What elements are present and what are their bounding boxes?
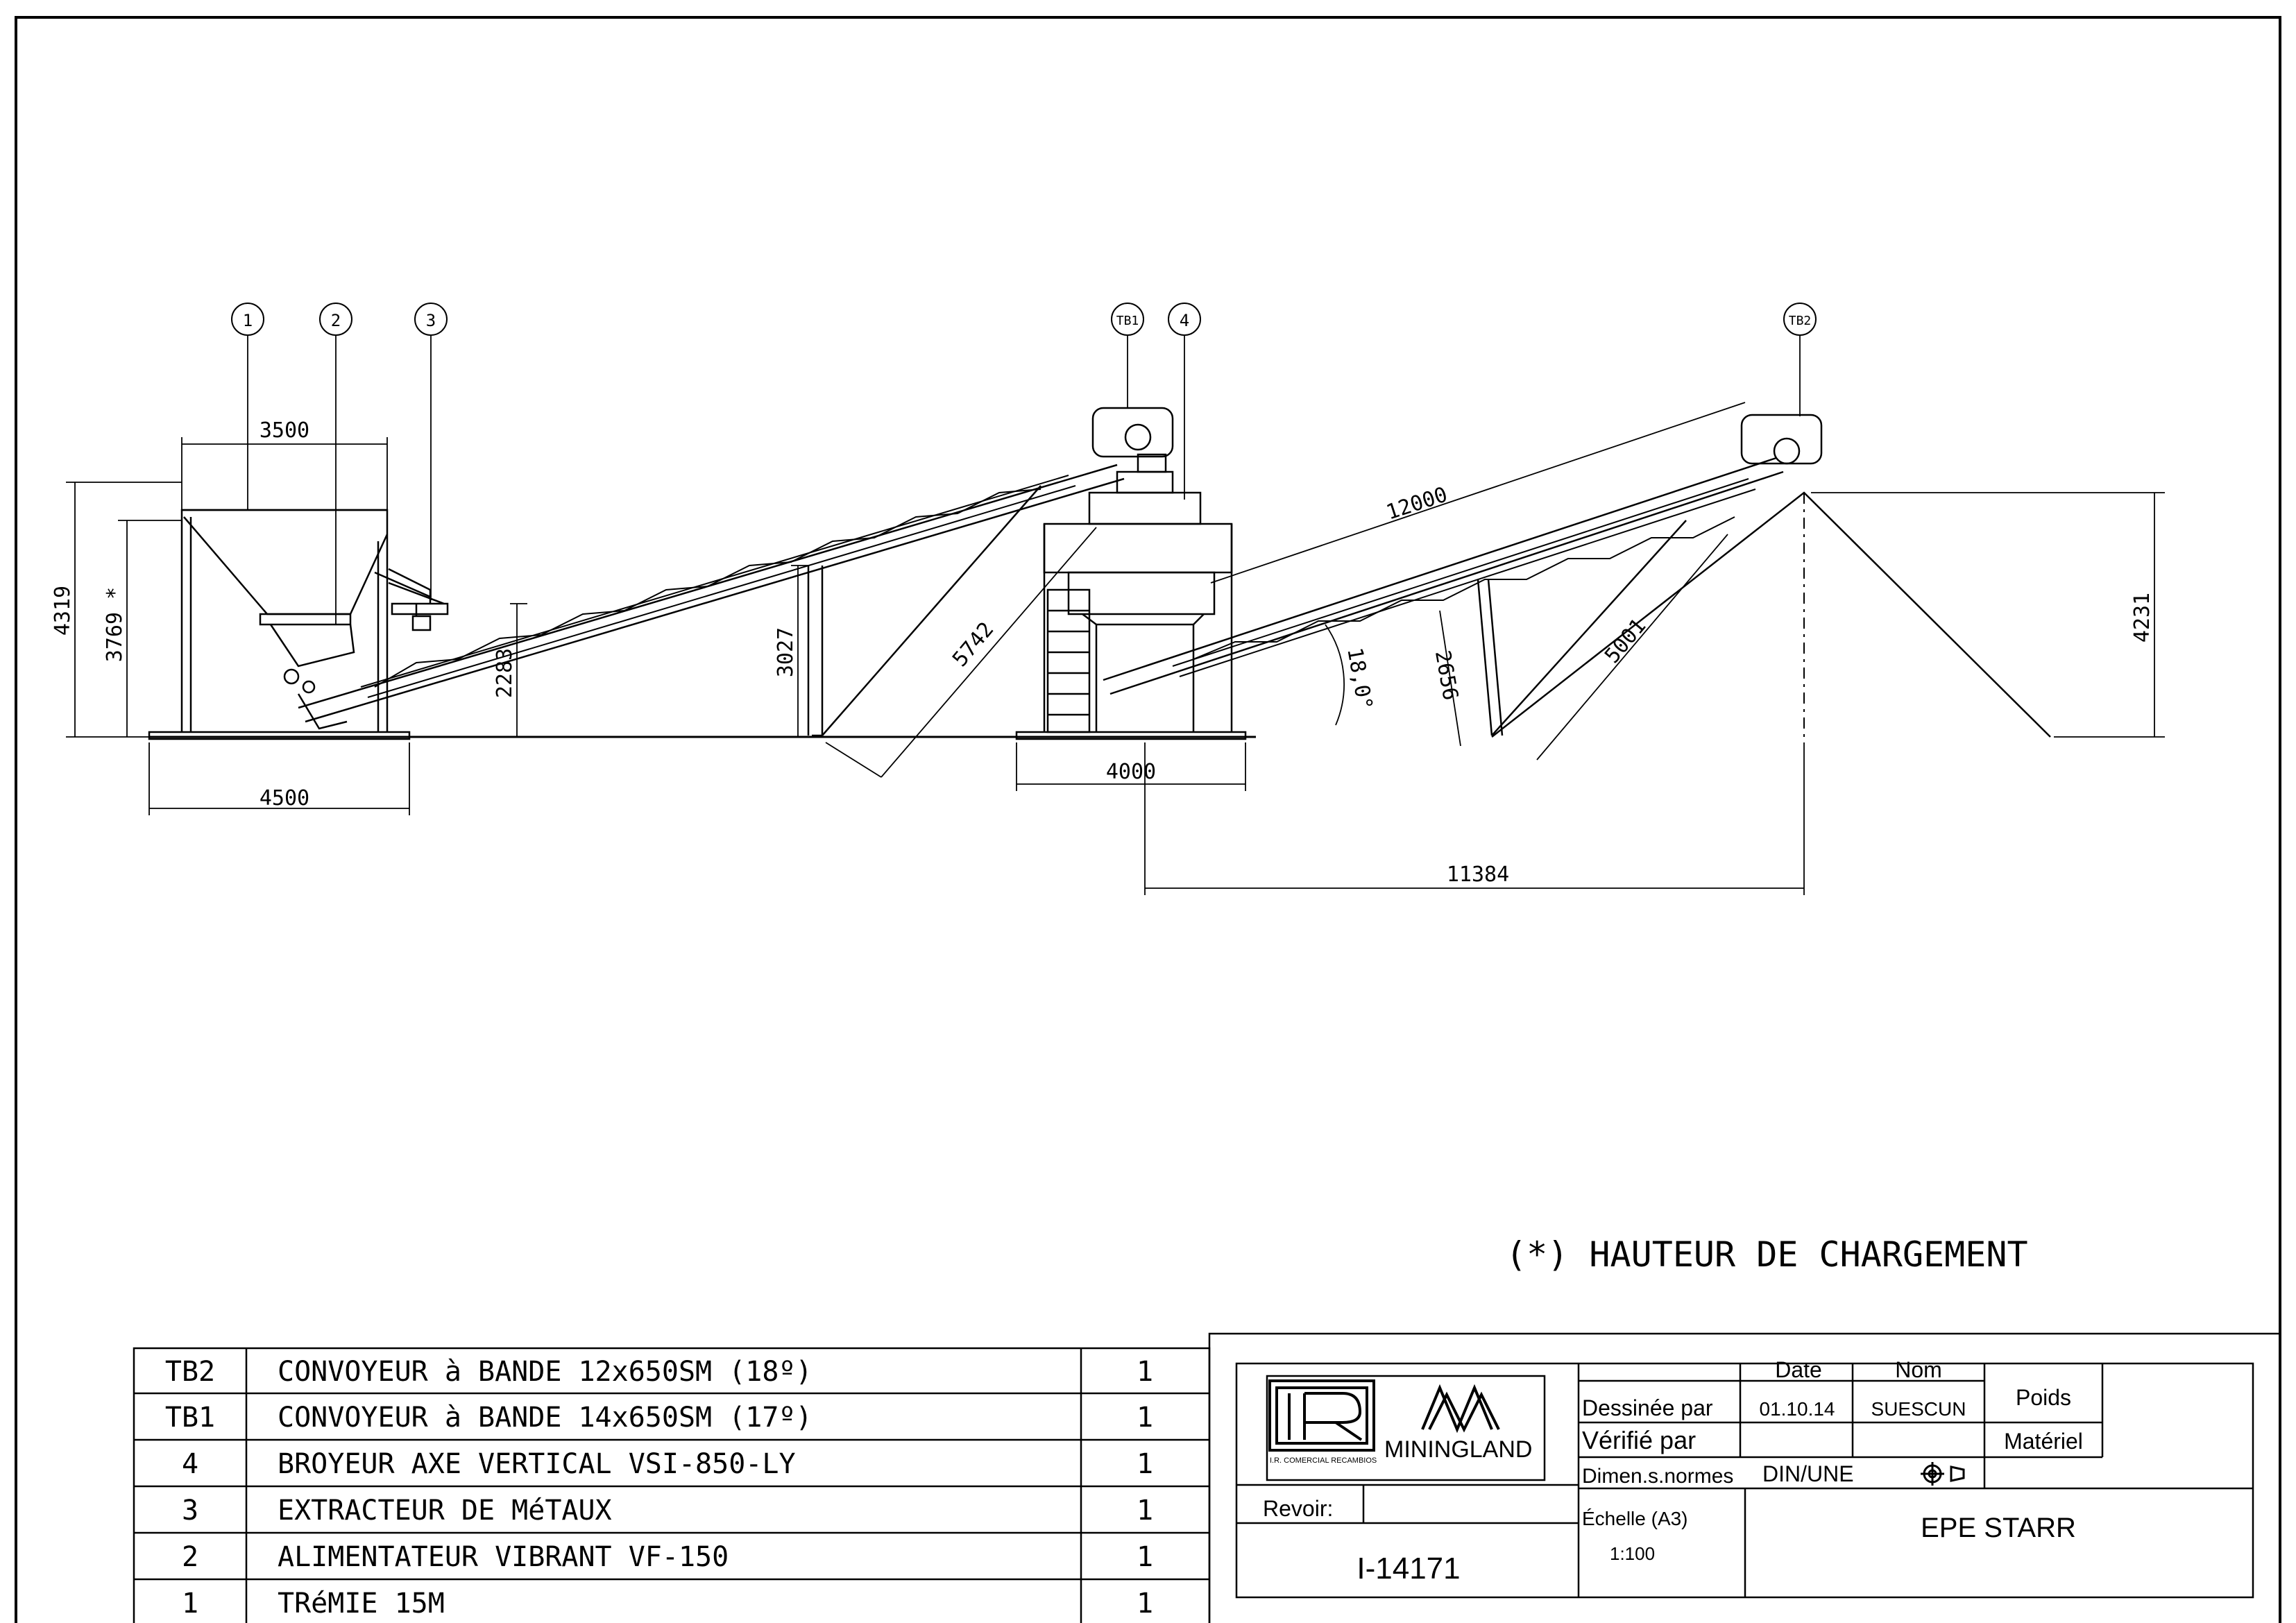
balloon-1-label: 1	[243, 311, 253, 330]
balloon-tb2: TB2	[1783, 303, 1817, 336]
parts-ref: 4	[182, 1448, 198, 1480]
tb-project-title: EPE STARR	[1921, 1513, 2076, 1543]
parts-qty: 1	[1137, 1588, 1153, 1620]
tb-echelle-label: Échelle (A3)	[1582, 1508, 1688, 1529]
balloon-tb1-label: TB1	[1116, 314, 1139, 328]
parts-qty: 1	[1137, 1356, 1153, 1388]
parts-qty: 1	[1137, 1448, 1153, 1480]
miningland-logo	[1421, 1384, 1500, 1434]
parts-ref: TB2	[165, 1356, 215, 1388]
dim-incline2-length: 5001	[1600, 614, 1651, 668]
dim-feeder-height: 2283	[493, 648, 517, 698]
title-block	[1208, 1332, 2281, 1623]
tb-materiel-label: Matériel	[2004, 1429, 2083, 1454]
stockpile	[1491, 491, 2051, 738]
parts-description: ALIMENTATEUR VIBRANT VF-150	[278, 1541, 729, 1573]
dim-horizontal-distance: 11384	[1447, 863, 1509, 887]
parts-ref: 1	[182, 1588, 198, 1620]
dim-loading-height: 3769 *	[103, 587, 127, 662]
balloon-4: 4	[1168, 303, 1201, 336]
dim-pile-height: 4231	[2130, 593, 2154, 643]
dim-total-height: 4319	[51, 586, 75, 636]
balloon-4-label: 4	[1180, 311, 1189, 330]
parts-list	[133, 1347, 1211, 1623]
ir-logo-text: I.R. COMERCIAL RECAMBIOS	[1270, 1456, 1377, 1465]
tb-dessinee-nom: SUESCUN	[1871, 1398, 1966, 1420]
loading-height-note: (*) HAUTEUR DE CHARGEMENT	[1506, 1234, 2028, 1275]
conveyor-tb1	[298, 407, 1174, 737]
plant-elevation-drawing	[66, 335, 2165, 895]
tb-dimen-value: DIN/UNE	[1762, 1461, 1854, 1486]
dim-crusher-base: 4000	[1106, 760, 1156, 784]
tb-col-date: Date	[1775, 1357, 1822, 1382]
parts-qty: 1	[1137, 1541, 1153, 1573]
parts-description: BROYEUR AXE VERTICAL VSI-850-LY	[278, 1448, 796, 1480]
balloon-1: 1	[231, 303, 264, 336]
parts-description: TRéMIE 15M	[278, 1588, 445, 1620]
parts-description: CONVOYEUR à BANDE 12x650SM (18º)	[278, 1356, 813, 1388]
balloon-3: 3	[414, 303, 448, 336]
dim-angle: 18,0°	[1342, 646, 1377, 712]
parts-row: 4 BROYEUR AXE VERTICAL VSI-850-LY 1	[182, 1448, 1153, 1480]
dim-support1-height: 3027	[774, 627, 798, 677]
balloon-3-label: 3	[426, 311, 436, 330]
tb-echelle-value: 1:100	[1610, 1543, 1655, 1564]
crusher-vsi	[1015, 453, 1247, 740]
tb-verifie-label: Vérifié par	[1582, 1426, 1696, 1454]
tb-dessinee-label: Dessinée par	[1582, 1395, 1713, 1420]
dim-hopper-width: 3500	[260, 418, 309, 443]
parts-row: 1 TRéMIE 15M 1	[182, 1588, 1153, 1620]
parts-qty: 1	[1137, 1495, 1153, 1527]
dim-support2-height: 2656	[1430, 649, 1463, 702]
balloon-leaders	[247, 335, 1801, 624]
parts-ref: 3	[182, 1495, 198, 1527]
dimension-lines	[66, 402, 2165, 895]
projection-symbol-icon	[1921, 1462, 1965, 1486]
parts-ref: TB1	[165, 1402, 215, 1434]
parts-row: TB1 CONVOYEUR à BANDE 14x650SM (17º) 1	[165, 1402, 1153, 1434]
dim-incline1-length: 5742	[948, 618, 998, 672]
dim-base-width: 4500	[260, 786, 309, 810]
tb-drawing-number: I-14171	[1357, 1552, 1460, 1586]
parts-description: CONVOYEUR à BANDE 14x650SM (17º)	[278, 1402, 813, 1434]
parts-qty: 1	[1137, 1402, 1153, 1434]
balloon-tb2-label: TB2	[1789, 314, 1812, 328]
tb-dimen-label: Dimen.s.normes	[1582, 1465, 1733, 1488]
tb-dessinee-date: 01.10.14	[1760, 1398, 1835, 1420]
ir-logo	[1268, 1379, 1375, 1452]
balloon-2-label: 2	[331, 311, 341, 330]
conveyor-tb2	[1103, 414, 1823, 736]
tb-revoir-label: Revoir:	[1263, 1496, 1333, 1521]
parts-row: 2 ALIMENTATEUR VIBRANT VF-150 1	[182, 1541, 1153, 1573]
miningland-logo-text: MININGLAND	[1384, 1436, 1532, 1463]
parts-row: 3 EXTRACTEUR DE MéTAUX 1	[182, 1495, 1153, 1527]
parts-row: TB2 CONVOYEUR à BANDE 12x650SM (18º) 1	[165, 1356, 1153, 1388]
parts-list-rows: TB2 CONVOYEUR à BANDE 12x650SM (18º) 1 T…	[165, 1356, 1153, 1620]
dim-conveyor2-length: 12000	[1384, 482, 1451, 525]
metal-extractor	[391, 590, 449, 631]
balloon-tb1: TB1	[1111, 303, 1144, 336]
parts-ref: 2	[182, 1541, 198, 1573]
tb-col-nom: Nom	[1895, 1357, 1942, 1382]
parts-description: EXTRACTEUR DE MéTAUX	[278, 1495, 612, 1527]
tb-col-poids: Poids	[2016, 1385, 2071, 1410]
sheet-border	[15, 16, 2281, 1623]
hopper	[148, 509, 445, 740]
balloon-2: 2	[319, 303, 352, 336]
